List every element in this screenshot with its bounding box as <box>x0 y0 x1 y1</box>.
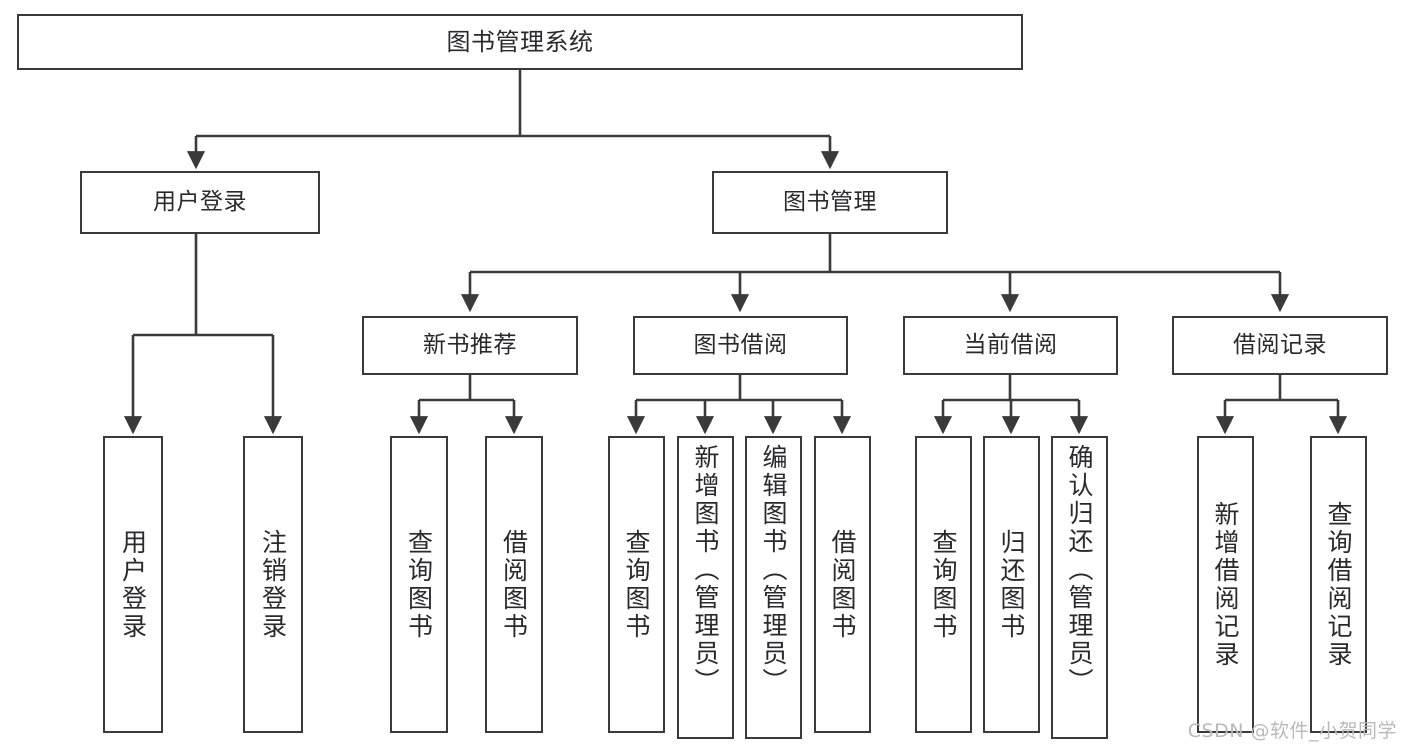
leaf-query-book-recommendation[interactable]: 查询图书 <box>390 436 448 733</box>
node-label: 查询图书 <box>622 528 651 641</box>
leaf-return-book[interactable]: 归还图书 <box>983 436 1040 733</box>
node-book-management[interactable]: 图书管理 <box>712 171 948 234</box>
leaf-borrow-book-recommendation[interactable]: 借阅图书 <box>485 436 543 733</box>
node-label: 借阅图书 <box>499 528 529 641</box>
node-label: 注销登录 <box>258 528 288 641</box>
node-label: 借阅记录 <box>1233 331 1327 358</box>
node-label: 编辑图书（管理员） <box>759 444 788 696</box>
node-label: 用户登录 <box>153 188 247 215</box>
leaf-confirm-return-admin[interactable]: 确认归还（管理员） <box>1051 436 1108 739</box>
node-current-borrowing[interactable]: 当前借阅 <box>903 316 1118 375</box>
node-label: 用户登录 <box>118 528 148 641</box>
node-label: 查询借阅记录 <box>1324 500 1353 669</box>
leaf-user-login[interactable]: 用户登录 <box>103 436 163 733</box>
node-label: 借阅图书 <box>828 528 857 641</box>
node-user-login[interactable]: 用户登录 <box>80 171 320 234</box>
node-label: 图书管理 <box>783 188 877 215</box>
leaf-query-borrow-record[interactable]: 查询借阅记录 <box>1310 436 1367 733</box>
node-borrowing-records[interactable]: 借阅记录 <box>1172 316 1388 375</box>
node-label: 图书借阅 <box>693 331 788 358</box>
leaf-add-borrow-record[interactable]: 新增借阅记录 <box>1197 436 1254 733</box>
node-label: 查询图书 <box>404 528 434 641</box>
leaf-borrow-book-borrowing[interactable]: 借阅图书 <box>814 436 871 733</box>
node-label: 当前借阅 <box>963 331 1058 358</box>
node-label: 查询图书 <box>929 528 958 641</box>
csdn-watermark: CSDN @软件_小贺同学 <box>1187 720 1397 742</box>
node-label: 新书推荐 <box>423 331 517 358</box>
leaf-logout-login[interactable]: 注销登录 <box>243 436 303 733</box>
leaf-add-book-admin[interactable]: 新增图书（管理员） <box>677 436 734 739</box>
node-label: 图书管理系统 <box>446 27 594 56</box>
leaf-query-book-borrowing[interactable]: 查询图书 <box>608 436 665 733</box>
leaf-query-book-current[interactable]: 查询图书 <box>915 436 972 733</box>
node-book-borrowing[interactable]: 图书借阅 <box>633 316 848 375</box>
leaf-edit-book-admin[interactable]: 编辑图书（管理员） <box>745 436 802 739</box>
node-label: 确认归还（管理员） <box>1065 444 1094 696</box>
node-book-management-system[interactable]: 图书管理系统 <box>17 14 1023 70</box>
node-label: 归还图书 <box>997 528 1026 641</box>
node-label: 新增图书（管理员） <box>691 444 720 696</box>
node-new-book-recommendation[interactable]: 新书推荐 <box>362 316 578 375</box>
node-label: 新增借阅记录 <box>1211 500 1240 669</box>
